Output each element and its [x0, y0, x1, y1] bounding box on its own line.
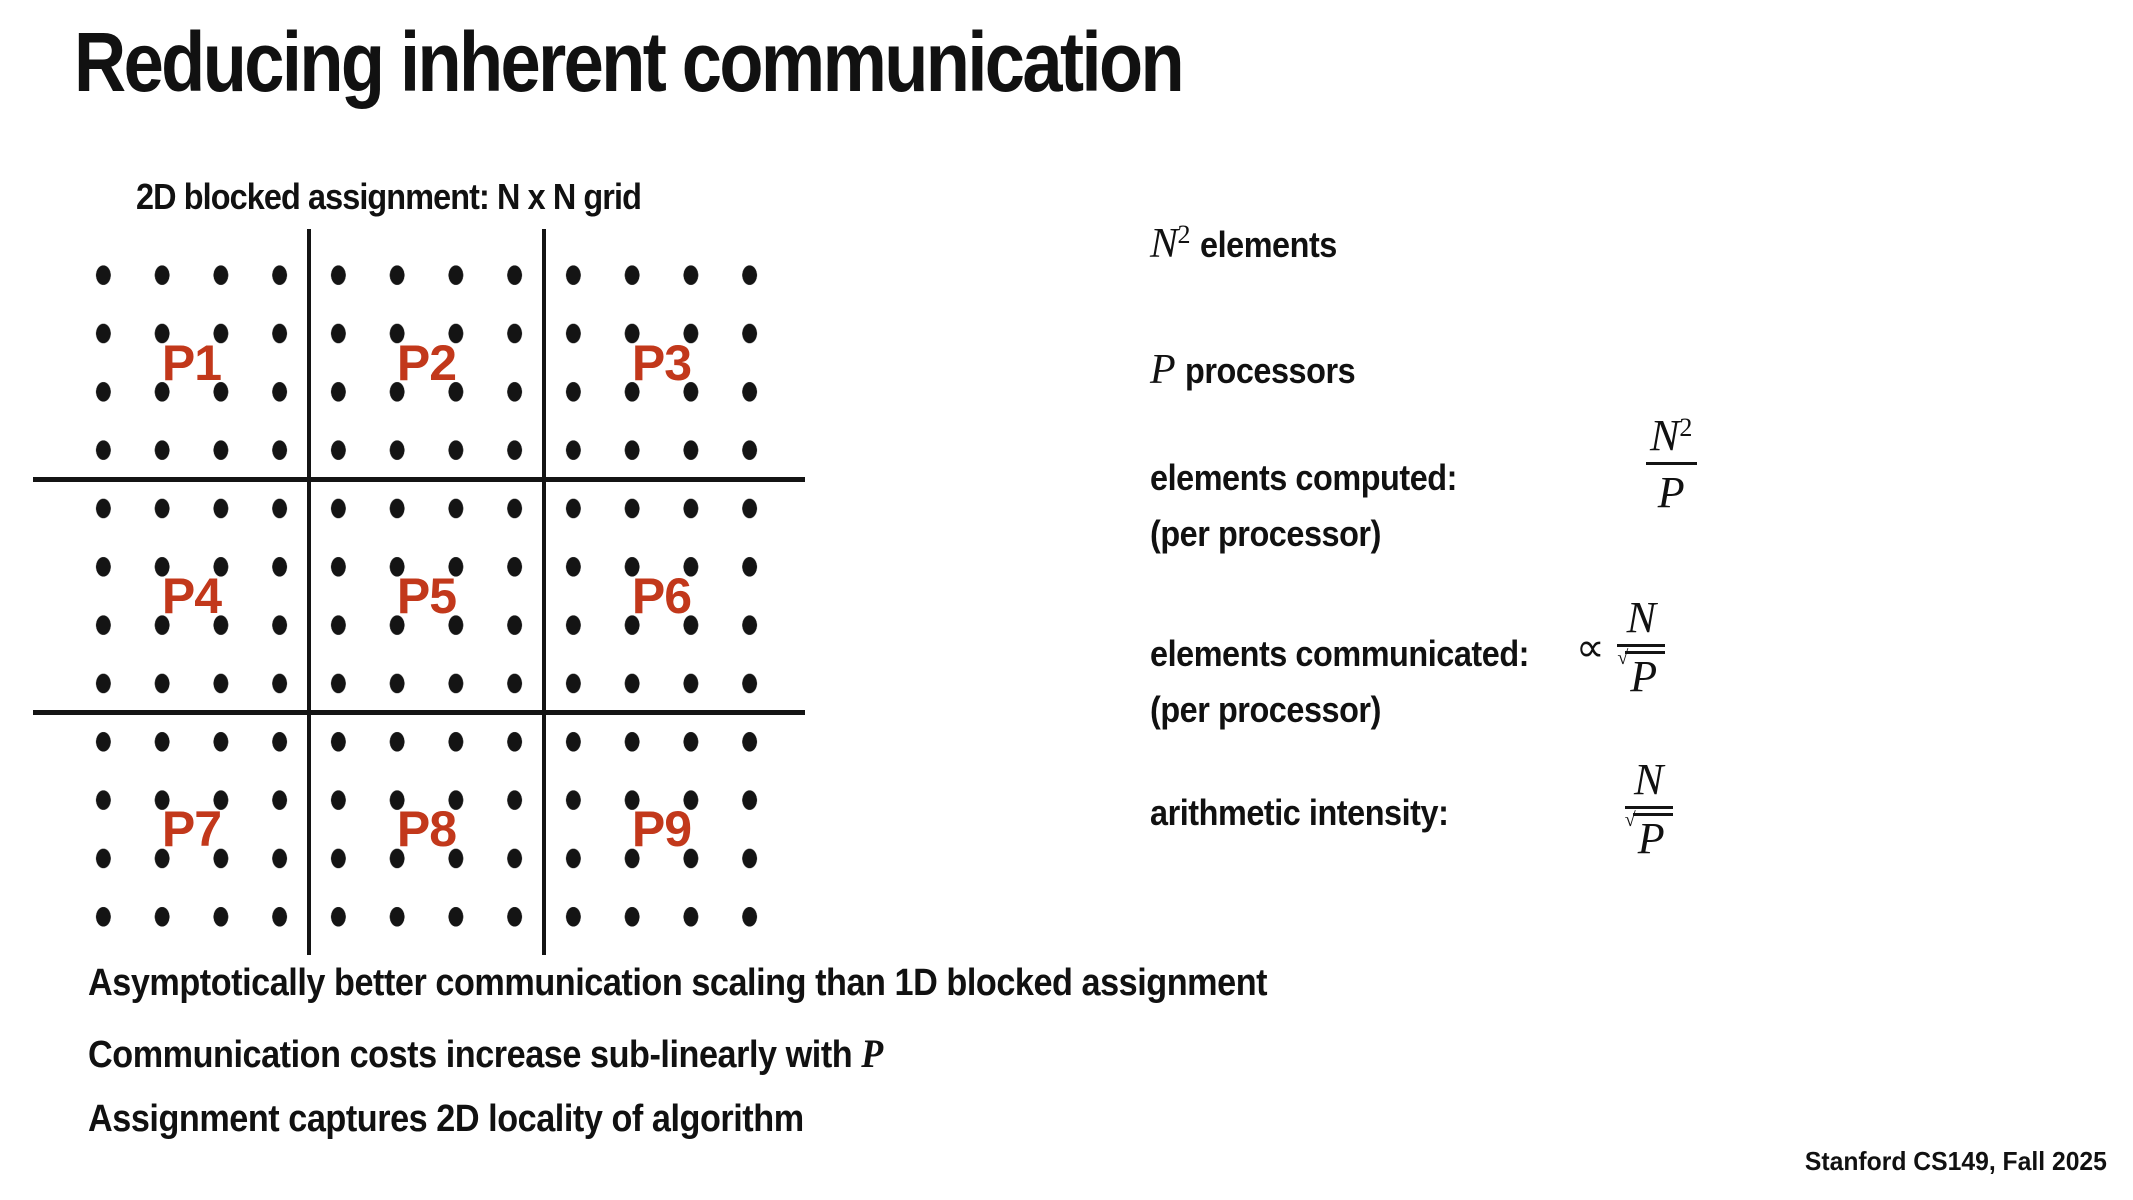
- formula-arithmetic-intensity: N √ P: [1622, 758, 1675, 861]
- grid-divider-vertical-2: [542, 229, 546, 955]
- grid-divider-vertical-1: [307, 229, 311, 955]
- block-label-p2: P2: [396, 334, 457, 391]
- formula-elements-computed: N2 P: [1638, 414, 1704, 515]
- fact-processors-label: processors: [1184, 350, 1356, 391]
- grid-divider-horizontal-2: [33, 710, 805, 715]
- math-var-n: N: [1634, 755, 1664, 804]
- bullet-2: Communication costs increase sub-linearl…: [88, 1030, 883, 1077]
- dot-grid: [74, 246, 779, 946]
- math-var-n: N: [1650, 411, 1680, 460]
- math-var-p: P: [1150, 347, 1176, 393]
- communicated-label: elements communicated: (per processor): [1150, 626, 1529, 738]
- math-var-p: P: [1657, 468, 1685, 517]
- communicated-label-line1: elements communicated:: [1150, 633, 1530, 674]
- math-var-n: N: [1150, 221, 1178, 267]
- sqrt-symbol: √: [1624, 809, 1636, 831]
- sqrt-symbol: √: [1617, 647, 1629, 669]
- formula-elements-communicated: ∝ N √ P: [1576, 596, 1668, 699]
- bullet-3: Assignment captures 2D locality of algor…: [88, 1098, 804, 1140]
- grid-divider-horizontal-1: [33, 477, 805, 482]
- block-label-p1: P1: [161, 334, 222, 391]
- communicated-label-line2: (per processor): [1150, 689, 1381, 730]
- page-title: Reducing inherent communication: [74, 15, 1185, 109]
- block-label-p3: P3: [631, 334, 692, 391]
- computed-label: elements computed: (per processor): [1150, 450, 1457, 562]
- intensity-label: arithmetic intensity:: [1150, 792, 1449, 833]
- math-var-p: P: [1630, 652, 1658, 701]
- math-var-p: P: [1637, 814, 1665, 863]
- block-label-p9: P9: [631, 800, 692, 857]
- slide-footer: Stanford CS149, Fall 2025: [1804, 1146, 2107, 1176]
- math-exponent: 2: [1177, 220, 1191, 249]
- fact-processors: P processors: [1150, 346, 1374, 394]
- block-label-p5: P5: [396, 567, 457, 624]
- diagram-caption: 2D blocked assignment: N x N grid: [136, 176, 642, 217]
- math-exponent: 2: [1679, 413, 1693, 442]
- bullet-1: Asymptotically better communication scal…: [88, 962, 1268, 1004]
- bullet-2-text: Communication costs increase sub-linearl…: [88, 1034, 862, 1076]
- math-var-n: N: [1626, 593, 1656, 642]
- proportional-to-symbol: ∝: [1576, 625, 1605, 670]
- block-label-p6: P6: [631, 567, 692, 624]
- block-label-p7: P7: [161, 800, 222, 857]
- fact-elements: N2 elements: [1150, 220, 1352, 268]
- fact-elements-label: elements: [1199, 224, 1337, 265]
- math-var-p: P: [861, 1031, 883, 1076]
- computed-label-line1: elements computed:: [1150, 457, 1457, 498]
- computed-label-line2: (per processor): [1150, 513, 1381, 554]
- block-label-p8: P8: [396, 800, 457, 857]
- block-label-p4: P4: [161, 567, 222, 624]
